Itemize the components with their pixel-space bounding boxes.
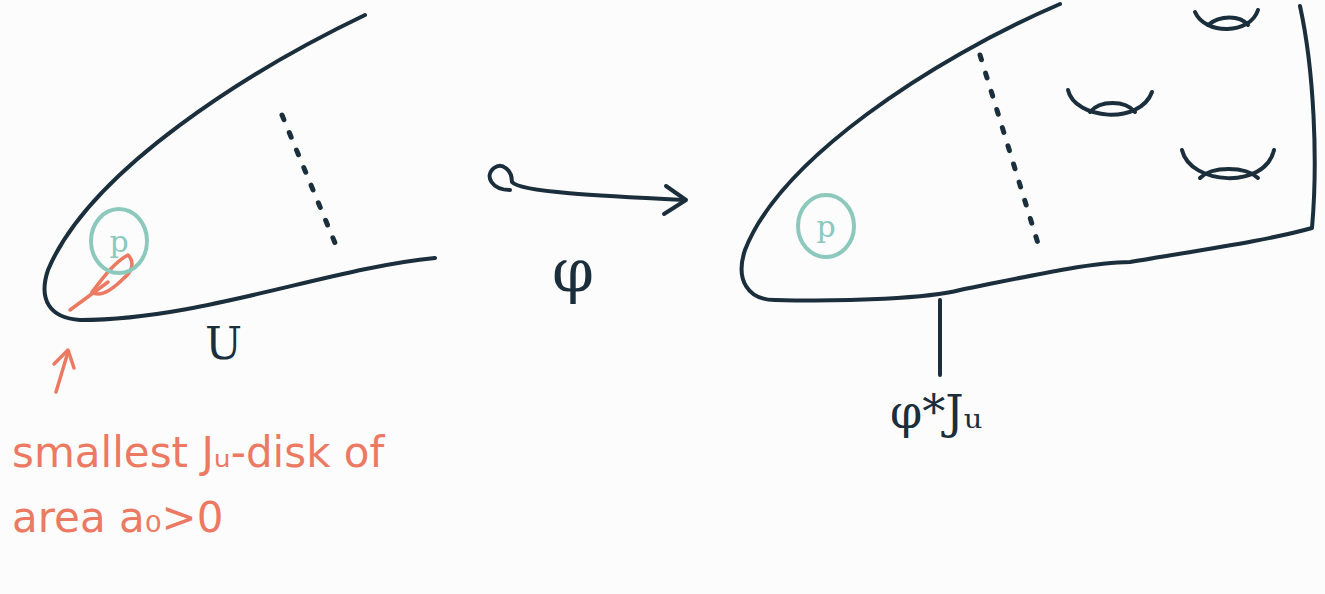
- handle: [1182, 150, 1274, 178]
- surface-outline: [45, 15, 435, 320]
- point-label: p: [816, 209, 835, 244]
- handle: [1208, 18, 1248, 26]
- dotted-cut: [282, 115, 340, 255]
- callout-arrow-head: [54, 350, 74, 368]
- callout-note: smallest Jᵤ-disk of area a₀>0: [12, 420, 482, 550]
- dotted-cut: [980, 55, 1040, 250]
- point-circle: p: [795, 192, 857, 260]
- inclusion-arrow: [490, 166, 684, 200]
- leader-line: [938, 300, 942, 375]
- structure-label: φ*Jᵤ: [890, 385, 982, 439]
- handle: [1200, 169, 1258, 178]
- handle: [1068, 90, 1152, 115]
- map-label: φ: [552, 236, 594, 306]
- handle: [1090, 103, 1135, 112]
- disk-pointer: [70, 282, 108, 310]
- point-label: p: [109, 224, 128, 259]
- point-circle: p: [88, 206, 150, 276]
- arrow-head: [664, 186, 686, 214]
- set-label: U: [205, 318, 242, 369]
- surface-outline: [742, 4, 1315, 301]
- handle: [1195, 10, 1258, 29]
